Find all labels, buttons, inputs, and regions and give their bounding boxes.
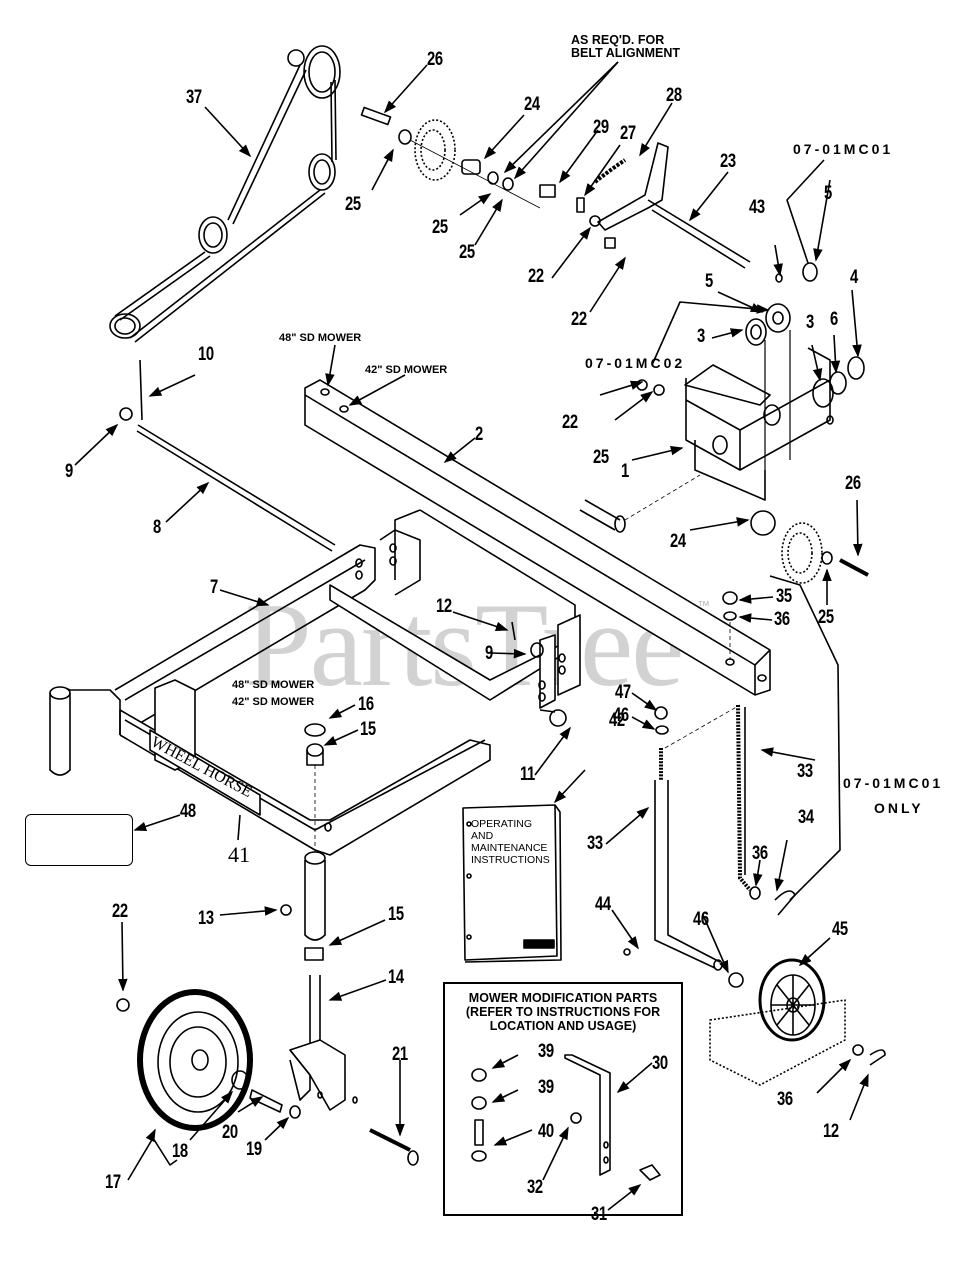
callout-22[interactable]: 22 bbox=[112, 901, 128, 922]
callout-2[interactable]: 2 bbox=[475, 424, 483, 445]
frame-part-7 bbox=[49, 509, 581, 856]
callout-18[interactable]: 18 bbox=[172, 1141, 188, 1162]
decal-part-48 bbox=[25, 814, 133, 866]
mounting-bracket-part-1 bbox=[684, 330, 834, 501]
idler-pulley-top bbox=[360, 106, 541, 209]
callout-30[interactable]: 30 bbox=[652, 1053, 668, 1074]
callout-32[interactable]: 32 bbox=[527, 1177, 543, 1198]
mod-box-title: MOWER MODIFICATION PARTS (REFER TO INSTR… bbox=[445, 991, 681, 1033]
callout-9[interactable]: 9 bbox=[485, 643, 493, 664]
manual-line: OPERATING bbox=[471, 818, 533, 830]
callout-3[interactable]: 3 bbox=[806, 312, 814, 333]
callout-25[interactable]: 25 bbox=[345, 194, 361, 215]
callout-27[interactable]: 27 bbox=[620, 123, 636, 144]
manual-line: MAINTENANCE bbox=[471, 842, 548, 854]
callout-36[interactable]: 36 bbox=[774, 609, 790, 630]
callout-24[interactable]: 24 bbox=[670, 531, 686, 552]
model-code-mc02: 07-01MC02 bbox=[585, 355, 686, 371]
model-code-mc01-top: 07-01MC01 bbox=[793, 141, 894, 157]
callout-10[interactable]: 10 bbox=[198, 344, 214, 365]
belt-part-37 bbox=[109, 45, 341, 343]
wheel-horse-brand: WHEEL HORSE bbox=[148, 734, 255, 802]
mower-42-note-left: 42" SD MOWER bbox=[232, 696, 315, 708]
callout-17[interactable]: 17 bbox=[105, 1172, 121, 1193]
only-note: ONLY bbox=[874, 800, 924, 816]
callout-23[interactable]: 23 bbox=[720, 151, 736, 172]
callout-4[interactable]: 4 bbox=[850, 267, 858, 288]
callout-14[interactable]: 14 bbox=[388, 967, 404, 988]
callout-29[interactable]: 29 bbox=[593, 117, 609, 138]
callout-12[interactable]: 12 bbox=[436, 596, 452, 617]
callout-46[interactable]: 46 bbox=[693, 909, 709, 930]
mower-42-note-top: 42" SD MOWER bbox=[365, 364, 448, 376]
callout-26[interactable]: 26 bbox=[427, 49, 443, 70]
callout-33[interactable]: 33 bbox=[797, 761, 813, 782]
large-wheel-part-17 bbox=[137, 989, 253, 1131]
callout-15[interactable]: 15 bbox=[360, 719, 376, 740]
callout-11[interactable]: 11 bbox=[520, 764, 535, 785]
mower-48-note-left: 48" SD MOWER bbox=[232, 679, 315, 691]
belt-alignment-note-line2: BELT ALIGNMENT bbox=[571, 46, 681, 60]
callout-31[interactable]: 31 bbox=[591, 1204, 607, 1225]
callout-43[interactable]: 43 bbox=[749, 197, 765, 218]
model-code-mc01-right: 07-01MC01 bbox=[843, 775, 944, 791]
callout-36[interactable]: 36 bbox=[777, 1089, 793, 1110]
main-bar-part-2 bbox=[304, 379, 771, 696]
callout-39[interactable]: 39 bbox=[538, 1077, 554, 1098]
callout-35[interactable]: 35 bbox=[776, 586, 792, 607]
callout-3[interactable]: 3 bbox=[697, 326, 705, 347]
callout-15[interactable]: 15 bbox=[388, 904, 404, 925]
callout-7[interactable]: 7 bbox=[210, 577, 218, 598]
callout-25[interactable]: 25 bbox=[818, 607, 834, 628]
callout-21[interactable]: 21 bbox=[392, 1044, 408, 1065]
callout-26[interactable]: 26 bbox=[845, 473, 861, 494]
callout-9[interactable]: 9 bbox=[65, 461, 73, 482]
callout-12[interactable]: 12 bbox=[823, 1121, 839, 1142]
callout-5[interactable]: 5 bbox=[705, 271, 713, 292]
callout-22[interactable]: 22 bbox=[528, 266, 544, 287]
callout-16[interactable]: 16 bbox=[358, 694, 374, 715]
callout-42[interactable]: 42 bbox=[609, 710, 625, 731]
callout-48[interactable]: 48 bbox=[180, 801, 196, 822]
belt-alignment-note-line1: AS REQ'D. FOR bbox=[571, 33, 665, 47]
callout-37[interactable]: 37 bbox=[186, 87, 202, 108]
callout-22[interactable]: 22 bbox=[571, 309, 587, 330]
callout-25[interactable]: 25 bbox=[593, 447, 609, 468]
callout-47[interactable]: 47 bbox=[615, 682, 631, 703]
callout-20[interactable]: 20 bbox=[222, 1122, 238, 1143]
callout-36[interactable]: 36 bbox=[752, 843, 768, 864]
callout-34[interactable]: 34 bbox=[798, 807, 814, 828]
mod-title-line: MOWER MODIFICATION PARTS bbox=[468, 991, 658, 1005]
callout-45[interactable]: 45 bbox=[832, 919, 848, 940]
callout-25[interactable]: 25 bbox=[432, 217, 448, 238]
callout-6[interactable]: 6 bbox=[830, 309, 838, 330]
manual-title: OPERATING AND MAINTENANCE INSTRUCTIONS bbox=[471, 818, 550, 866]
callout-44[interactable]: 44 bbox=[595, 894, 611, 915]
callout-41[interactable]: 41 bbox=[228, 842, 250, 867]
callout-13[interactable]: 13 bbox=[198, 908, 214, 929]
mod-title-line: LOCATION AND USAGE) bbox=[489, 1019, 637, 1033]
callout-46[interactable]: 46 bbox=[613, 705, 629, 726]
idler-arm-assembly bbox=[539, 142, 751, 269]
callout-39[interactable]: 39 bbox=[538, 1041, 554, 1062]
callout-8[interactable]: 8 bbox=[153, 517, 161, 538]
callout-24[interactable]: 24 bbox=[524, 94, 540, 115]
mower-modification-parts-box: MOWER MODIFICATION PARTS (REFER TO INSTR… bbox=[443, 982, 683, 1216]
callout-1[interactable]: 1 bbox=[621, 461, 629, 482]
callout-19[interactable]: 19 bbox=[246, 1139, 262, 1160]
mod-title-line: (REFER TO INSTRUCTIONS FOR bbox=[465, 1005, 661, 1019]
callout-25[interactable]: 25 bbox=[459, 242, 475, 263]
manual-line: INSTRUCTIONS bbox=[471, 854, 550, 866]
callout-40[interactable]: 40 bbox=[538, 1121, 554, 1142]
manual-line: AND bbox=[471, 830, 494, 842]
callout-5[interactable]: 5 bbox=[824, 183, 832, 204]
callout-33[interactable]: 33 bbox=[587, 833, 603, 854]
callout-22[interactable]: 22 bbox=[562, 412, 578, 433]
mower-48-note-top: 48" SD MOWER bbox=[279, 332, 362, 344]
callout-28[interactable]: 28 bbox=[666, 85, 682, 106]
small-wheel-part-45 bbox=[709, 958, 846, 1086]
